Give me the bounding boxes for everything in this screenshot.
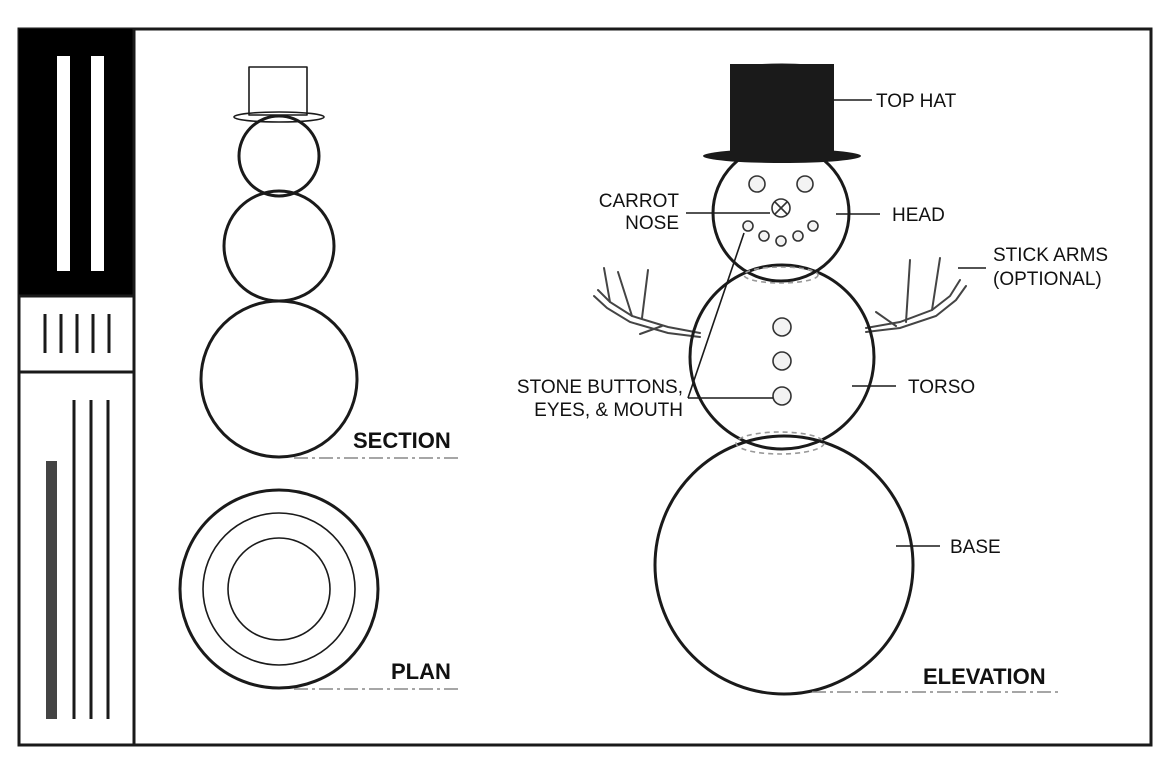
callout-stone-line1: STONE BUTTONS, <box>517 377 683 398</box>
section-view: SECTION <box>199 66 462 459</box>
title-block-bar-2 <box>91 56 104 271</box>
elevation-title: ELEVATION <box>923 664 1046 689</box>
plan-head-outline <box>227 537 331 641</box>
plan-base-outline <box>178 488 380 690</box>
callout-stick-arms-line2: (OPTIONAL) <box>993 269 1102 290</box>
callout-base: BASE <box>950 537 1001 558</box>
elevation-base <box>653 434 915 696</box>
left-eye-stone <box>748 175 766 193</box>
callout-top-hat: TOP HAT <box>876 91 957 112</box>
section-title: SECTION <box>353 428 451 453</box>
section-base <box>199 299 359 459</box>
title-block <box>19 29 136 745</box>
stick-arm-right <box>865 257 967 333</box>
callout-head: HEAD <box>892 205 945 226</box>
plan-torso-outline <box>202 512 356 666</box>
title-block-top-panel <box>19 29 134 296</box>
title-block-scale-bar <box>46 461 57 719</box>
carrot-nose <box>771 198 791 218</box>
elevation-view: TOP HAT HEAD CARROT NOSE STICK ARMS (OPT… <box>517 63 1108 696</box>
waist-hidden-line <box>735 431 825 455</box>
mouth-stones <box>742 220 819 247</box>
right-eye-stone <box>796 175 814 193</box>
torso-buttons <box>772 317 792 406</box>
callout-stone-line2: EYES, & MOUTH <box>534 400 683 421</box>
callout-carrot-line2: NOSE <box>625 213 679 234</box>
neck-hidden-line <box>743 266 819 284</box>
title-block-scale-lines <box>72 400 110 719</box>
elevation-torso <box>688 263 876 451</box>
plan-view: PLAN <box>178 488 462 690</box>
stick-arm-left <box>593 267 701 338</box>
title-block-ticks <box>43 314 111 353</box>
section-head <box>237 114 321 198</box>
leader-lines <box>686 99 986 547</box>
sheet-border <box>17 27 1153 747</box>
plan-title: PLAN <box>391 659 451 684</box>
callout-torso: TORSO <box>908 377 975 398</box>
elevation-top-hat <box>703 63 861 163</box>
callout-stick-arms-line1: STICK ARMS <box>993 245 1108 266</box>
callout-carrot-line1: CARROT <box>599 191 680 212</box>
title-block-bar-1 <box>57 56 70 271</box>
